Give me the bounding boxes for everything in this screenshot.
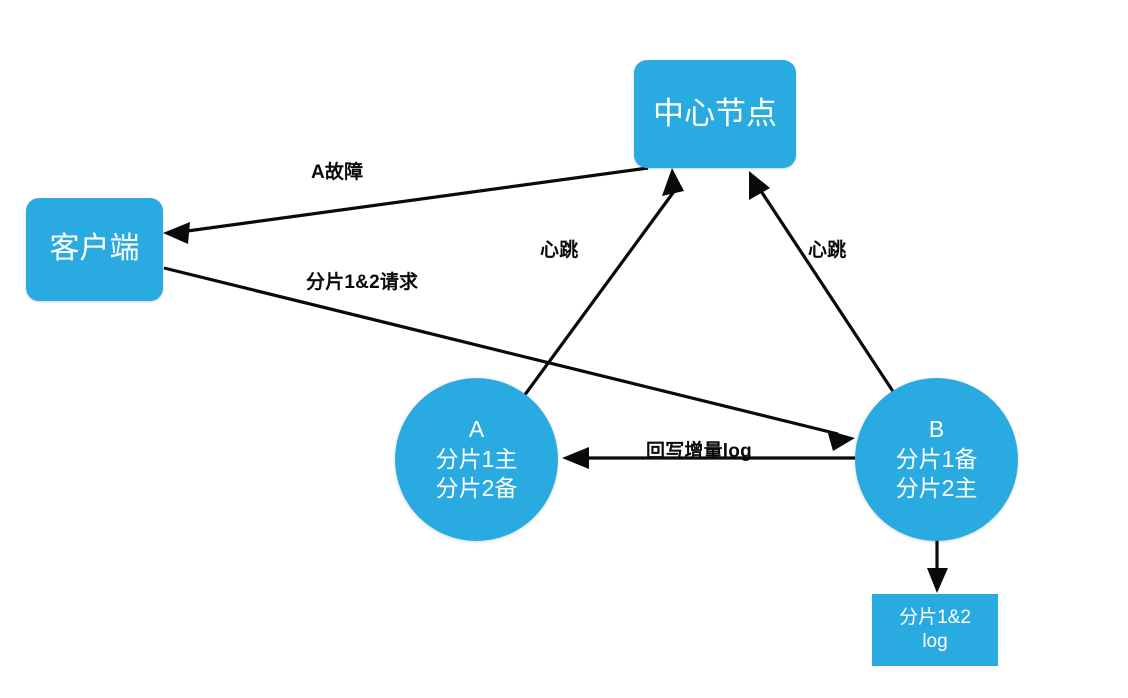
node-log[interactable]: 分片1&2 log [872,594,998,666]
node-log-label-0: 分片1&2 [899,606,971,628]
edge-label-heartbeat-a: 心跳 [540,240,579,261]
edge-label-heartbeat-b: 心跳 [808,240,847,261]
edge-label-shard-request: 分片1&2请求 [306,272,419,293]
edge-label-a-fault: A故障 [311,162,364,183]
edge-b-to-center [749,171,898,397]
node-b-label-0: B [928,416,945,443]
node-b[interactable]: B 分片1备 分片2主 [855,378,1018,541]
node-b-label-1: 分片1备 [895,445,978,472]
node-a-label-2: 分片2备 [435,475,518,502]
edge-center-to-client [163,166,649,244]
edge-a-to-center [522,168,684,397]
node-a[interactable]: A 分片1主 分片2备 [395,378,558,541]
node-client-label-0: 客户端 [49,232,140,266]
node-client[interactable]: 客户端 [26,198,163,301]
node-center[interactable]: 中心节点 [634,60,796,168]
edge-b-to-log [927,534,948,593]
node-b-label-2: 分片2主 [895,475,978,502]
node-log-label-1: log [922,631,948,652]
edge-client-to-b [163,266,855,451]
edge-label-writeback-log: 回写增量log [646,441,752,462]
node-a-label-0: A [468,416,485,443]
node-a-label-1: 分片1主 [435,445,518,472]
edge-b-to-a [562,447,855,469]
node-center-label-0: 中心节点 [653,96,777,132]
